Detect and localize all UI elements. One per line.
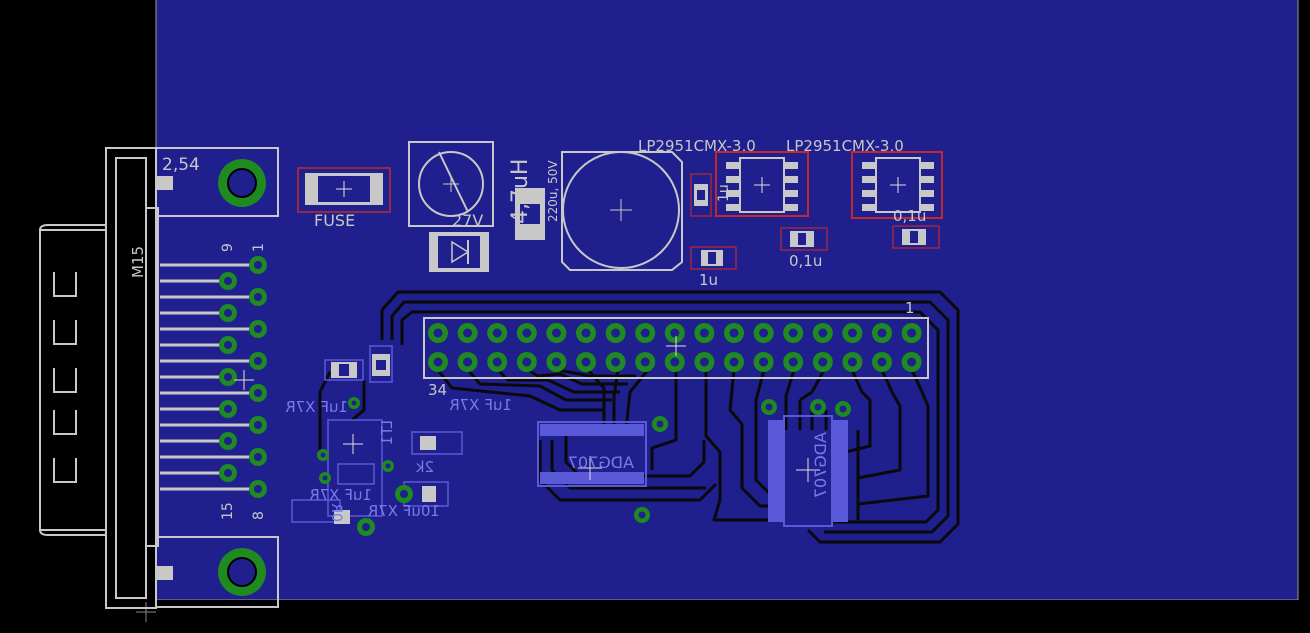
header-pad-hole (463, 357, 473, 367)
cap-1u-a-label: 1u (716, 184, 732, 202)
regulator-b[interactable] (851, 151, 943, 219)
fuse-label: FUSE (314, 211, 355, 230)
header-pad-hole (581, 357, 591, 367)
mounting-hole-top[interactable] (218, 159, 266, 207)
cap-01u-a-label: 0,1u (789, 252, 822, 270)
connector-pin-15-label: 15 (220, 502, 236, 520)
header-pad-hole (522, 328, 532, 338)
analog-section-parts[interactable] (291, 345, 463, 524)
mux-a-label: ADG707 (568, 453, 634, 472)
connector-pin-8-label: 8 (251, 511, 267, 520)
header-pad-hole (729, 328, 739, 338)
electrolytic-capacitor[interactable] (561, 151, 683, 271)
cap-01u-b[interactable] (892, 225, 940, 249)
res-0r-label: 0R (328, 503, 344, 522)
cap-1u-a[interactable] (690, 173, 712, 217)
header-pad-hole (581, 328, 591, 338)
ribbon-header-outline[interactable] (423, 317, 929, 379)
header-pad-hole (847, 357, 857, 367)
header-pad-hole (670, 357, 680, 367)
header-pad-hole (877, 357, 887, 367)
regulator-a-label: LP2951CMX-3,0 (638, 137, 756, 155)
inductor-label: 4,7uH (508, 159, 533, 224)
copper-traces (318, 290, 960, 544)
header-pad-hole (699, 357, 709, 367)
header-pin-34-label: 34 (428, 381, 447, 399)
header-pad-hole (877, 328, 887, 338)
header-pad-hole (433, 328, 443, 338)
header-pad-hole (847, 328, 857, 338)
vias[interactable] (317, 397, 851, 536)
header-pad-hole (463, 328, 473, 338)
cap-1u-b-label: 1u (699, 271, 718, 289)
header-pad-hole (818, 328, 828, 338)
header-pad-hole (788, 357, 798, 367)
regulator-a[interactable] (715, 151, 809, 217)
header-pad-hole (492, 328, 502, 338)
cap-x7r-b-label: 1uF X7R (285, 398, 348, 416)
header-pad-hole (818, 357, 828, 367)
header-pad-hole (788, 328, 798, 338)
dsub-locator-marks (157, 176, 173, 580)
header-pad-hole (611, 357, 621, 367)
pitch-label: 2,54 (162, 155, 200, 175)
header-pad-hole (522, 357, 532, 367)
header-pin-1-label: 1 (905, 299, 915, 317)
cap-1u-b[interactable] (690, 246, 737, 270)
mux-b-label: ADG707 (811, 432, 830, 498)
connector-leads (160, 263, 258, 491)
header-pad-hole (759, 328, 769, 338)
cap-01u-b-label: 0,1u (893, 207, 926, 225)
connector-origin-cross (234, 370, 254, 390)
header-pad-hole (729, 357, 739, 367)
res-lt-label: LT1 (378, 420, 396, 445)
zener-voltage-label: 27V (452, 211, 483, 230)
header-pad-hole (433, 357, 443, 367)
header-pad-hole (492, 357, 502, 367)
connector-pin-9-label: 9 (220, 243, 236, 252)
connector-pin-1-label: 1 (251, 243, 267, 252)
header-pad-hole (670, 328, 680, 338)
mux-b[interactable] (768, 415, 848, 527)
pcb-board (156, 0, 1298, 600)
connector-pad-holes (224, 261, 262, 493)
header-pad-hole (551, 357, 561, 367)
res-2k-label: 2k (415, 458, 434, 476)
mux-a[interactable] (537, 421, 647, 487)
header-pad-hole (640, 328, 650, 338)
header-origin-cross (666, 336, 686, 356)
header-pad-hole (551, 328, 561, 338)
cap-x7r-a-label: 1uF X7R (449, 396, 512, 414)
electrolytic-label: 220u, 50V (546, 160, 560, 222)
regulator-b-label: LP2951CMX-3,0 (786, 137, 904, 155)
connector-name: M15 (129, 246, 147, 278)
dsub-connector[interactable] (39, 147, 279, 609)
inductor-component[interactable] (515, 188, 545, 240)
workspace-bottom-strip (0, 600, 1310, 633)
header-pad-hole (699, 328, 709, 338)
fuse-component[interactable] (297, 167, 391, 213)
tvs-component[interactable] (408, 141, 494, 227)
cap-10uf-label: 10uF X7R (368, 502, 440, 520)
cap-x7r-c-label: 1uF X7R (309, 486, 372, 504)
header-pad-hole (907, 357, 917, 367)
header-pads[interactable] (428, 323, 922, 372)
header-pad-hole (759, 357, 769, 367)
mounting-hole-bottom[interactable] (218, 548, 266, 596)
header-pad-hole (640, 357, 650, 367)
header-pad-hole (611, 328, 621, 338)
cap-01u-a[interactable] (780, 227, 828, 251)
header-pad-hole (907, 328, 917, 338)
via-holes (320, 400, 847, 531)
diode-component[interactable] (429, 232, 489, 272)
